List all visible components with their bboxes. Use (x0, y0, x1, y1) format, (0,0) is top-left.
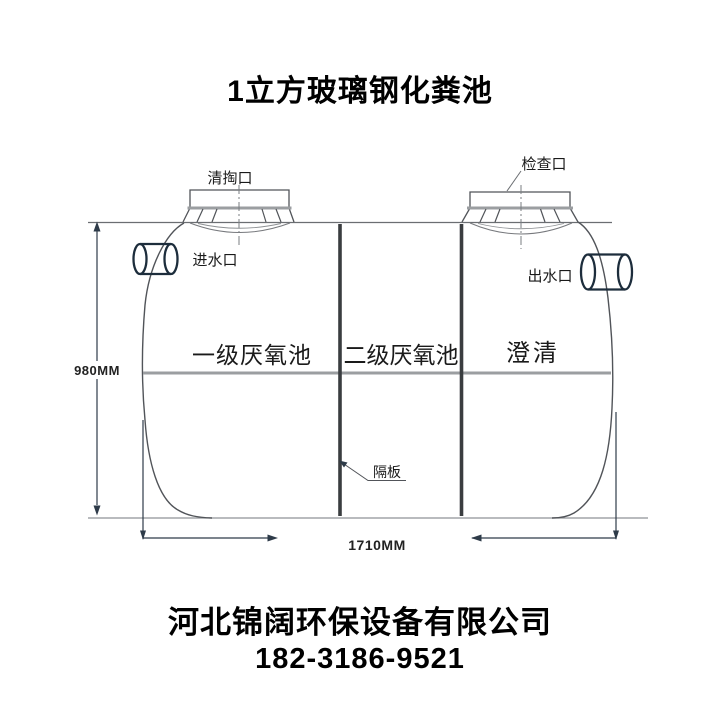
label-chamber-second: 二级厌氧池 (344, 342, 459, 368)
label-chamber-first: 一级厌氧池 (192, 342, 312, 368)
dim-length-arrow-inner-right (471, 534, 482, 542)
partition-leader-arrow (339, 460, 348, 468)
manhole-inspection (461, 170, 579, 249)
manhole-collar-edges (182, 207, 295, 223)
phone-number: 182-3186-9521 (255, 643, 465, 675)
dim-length-ext-arrow-left (140, 530, 146, 540)
label-inspection-port: 检查口 (521, 156, 566, 173)
port-labels: 清掏口 检查口 进水口 出水口 (192, 156, 572, 285)
dimension-height: 980MM (73, 221, 121, 516)
manhole-neck-arc-inner (197, 223, 282, 229)
inlet-pipe-end-right (163, 242, 179, 276)
manhole-neck-arc (189, 222, 291, 233)
label-outlet-port: 出水口 (527, 268, 572, 285)
inspection-leader-line (506, 170, 522, 192)
manhole-riser (469, 191, 571, 208)
tank-left-edge (141, 222, 213, 519)
partition-label: 隔板 (373, 464, 401, 480)
outlet-pipe-body (588, 253, 625, 291)
dim-length-arrow-inner-left (267, 534, 278, 542)
label-chamber-clarify: 澄清 (506, 340, 560, 367)
manhole-collar-edges (461, 207, 579, 223)
dim-height-arrow-up (93, 221, 101, 232)
tank-body (88, 221, 648, 519)
dim-height-text-mask (73, 361, 121, 379)
partition-leader: 隔板 (339, 460, 406, 481)
label-clean-out-port: 清掏口 (207, 170, 252, 187)
dim-height-arrow-down (93, 505, 101, 516)
outlet-pipe (579, 253, 634, 291)
dim-length-label: 1710MM (348, 537, 405, 553)
dimension-length: 1710MM (140, 412, 619, 553)
chamber-labels: 一级厌氧池 二级厌氧池 澄清 (192, 340, 560, 368)
manhole-collar-ribs (196, 208, 282, 223)
manhole-clean-out (182, 185, 295, 245)
page-title: 1立方玻璃钢化粪池 (227, 75, 493, 108)
partition-leader-line (342, 462, 406, 481)
manhole-neck-arc (469, 222, 573, 235)
dim-height-label: 980MM (74, 363, 120, 378)
inlet-pipe-body (140, 242, 171, 276)
company-name: 河北锦阔环保设备有限公司 (168, 605, 552, 640)
manhole-collar-ribs (479, 208, 561, 223)
inlet-pipe-end-left (132, 242, 148, 276)
outlet-pipe-end-left (579, 253, 597, 291)
manhole-neck-arc-inner (477, 223, 565, 230)
outlet-pipe-end-right (616, 253, 634, 291)
inlet-pipe (132, 242, 179, 276)
dim-length-ext-arrow-right (613, 530, 619, 540)
tank-right-edge (551, 221, 614, 519)
label-inlet-port: 进水口 (192, 252, 237, 269)
